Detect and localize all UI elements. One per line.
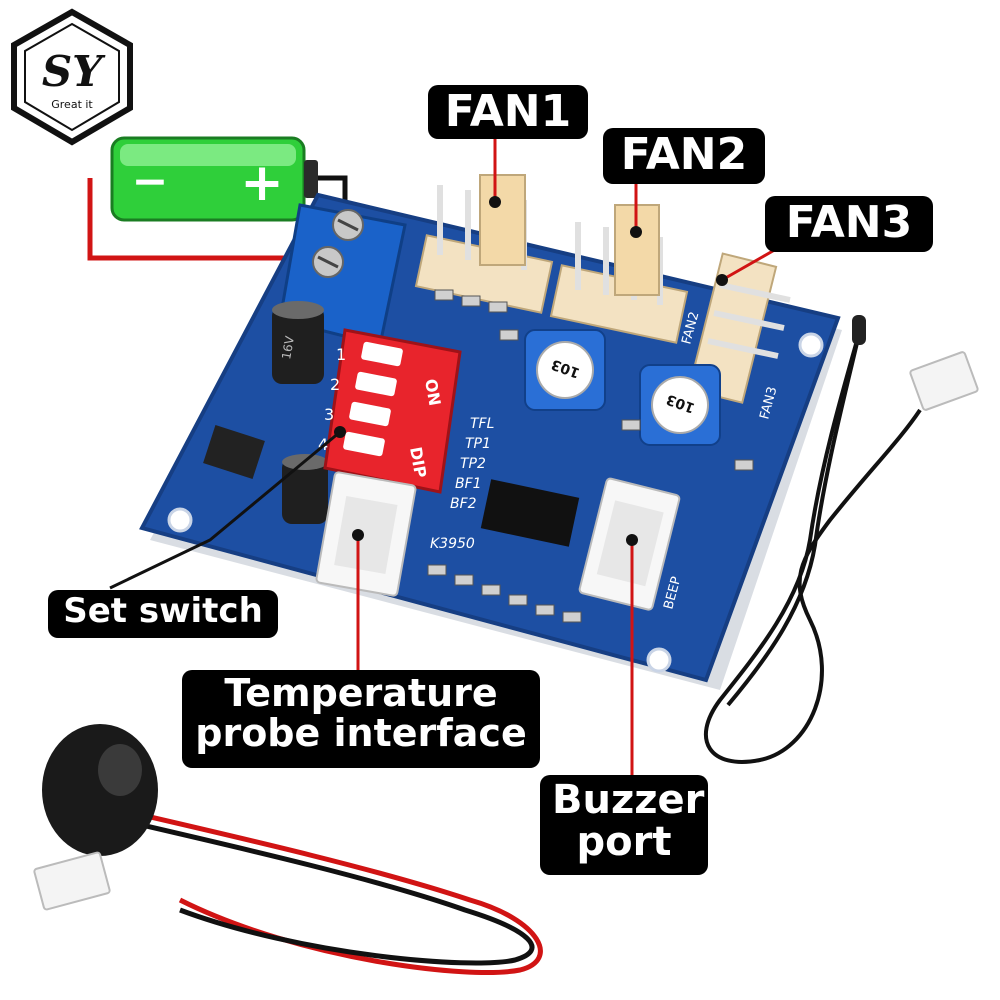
logo-tagline: Great it	[51, 98, 93, 111]
probe-tip	[852, 315, 866, 345]
voltage-regulator	[203, 424, 265, 480]
pin-label-tfl: TFL	[470, 416, 494, 432]
dip-number-3: 3	[324, 405, 334, 424]
capacitor-label: 16V	[279, 334, 297, 360]
fan1-header[interactable]	[414, 174, 554, 314]
sy-logo: SY Great it	[11, 8, 133, 146]
chip-label: K3950	[430, 536, 475, 552]
smd-components	[427, 289, 754, 623]
pin-label-bf1: BF1	[455, 476, 482, 492]
probe-plug	[909, 351, 979, 411]
pin-label-tp2: TP2	[460, 456, 486, 472]
pin-label-tp1: TP1	[465, 436, 491, 452]
temperature-probe-interface-callout: Temperature probe interface	[182, 670, 540, 768]
buzzer-component	[33, 724, 543, 975]
fan1-callout: FAN1	[428, 85, 588, 139]
temperature-probe-connector[interactable]	[315, 471, 417, 597]
battery-plus-label: +	[240, 153, 284, 213]
callout-lines	[109, 138, 779, 778]
dip-number-2: 2	[330, 375, 340, 394]
temp-probe-line1: Temperature	[224, 671, 498, 715]
pin-labels: TFL TP1 TP2 BF1 BF2 K3950	[430, 416, 494, 552]
callout-dots	[334, 196, 728, 546]
temp-probe-line2: probe interface	[195, 710, 527, 755]
buzzer-line2: port	[576, 819, 672, 865]
potentiometer-2[interactable]: 103	[639, 364, 721, 446]
temperature-probe-cable	[703, 329, 922, 764]
buzzer-line1: Buzzer	[552, 777, 705, 823]
dip-number-1: 1	[336, 345, 346, 364]
potentiometer-1[interactable]: 103	[524, 329, 606, 411]
capacitor: 16V	[272, 301, 324, 384]
fan2-callout: FAN2	[603, 128, 765, 184]
controller-chip	[480, 479, 580, 547]
logo-letters: SY	[42, 47, 106, 96]
buzzer-port-callout: Buzzer port	[540, 775, 708, 875]
set-switch-callout: Set switch	[48, 590, 278, 638]
dip-switch[interactable]: ON DIP 1 2 3 4	[318, 328, 462, 494]
battery-icon: − +	[87, 136, 348, 261]
capacitor-2	[282, 454, 328, 524]
battery-minus-label: −	[132, 156, 169, 207]
dip-on-label: ON	[421, 377, 444, 407]
pin-label-bf2: BF2	[450, 496, 477, 512]
fan3-callout: FAN3	[765, 196, 933, 252]
